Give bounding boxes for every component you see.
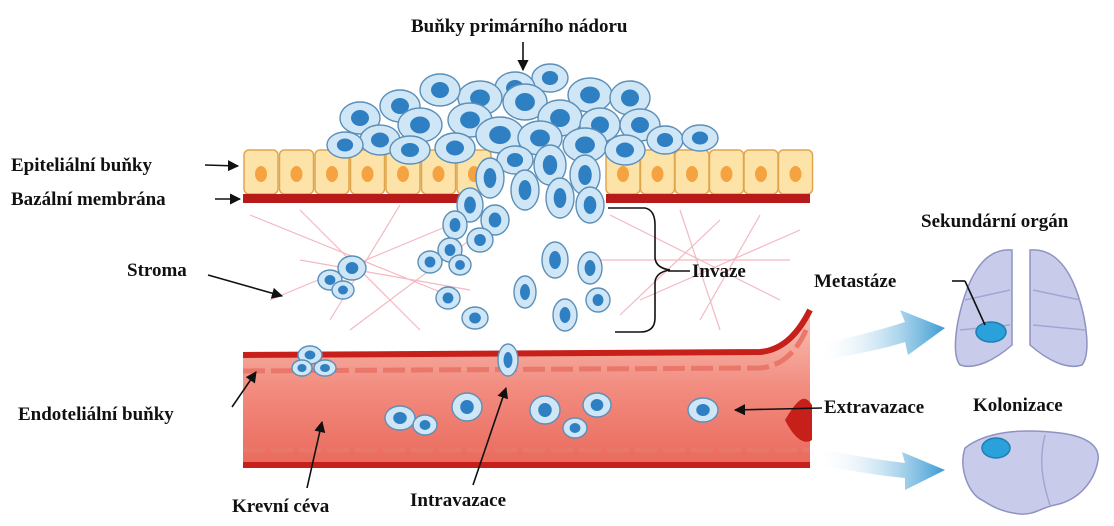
epithelial-cell [641, 150, 675, 194]
blood-vessel [243, 310, 812, 465]
label-stroma: Stroma [127, 261, 187, 280]
label-primary-tumor: Buňky primárního nádoru [411, 17, 627, 36]
tumor-cell [390, 136, 430, 164]
label-endothelial: Endoteliální buňky [18, 405, 174, 424]
tumor-cell [332, 281, 354, 299]
tumor-cell [327, 132, 363, 158]
epithelial-cell [244, 150, 278, 194]
tumor-cell [443, 211, 467, 239]
epithelial-cell [710, 150, 744, 194]
tumor-cell [467, 228, 493, 252]
tumor-cell [583, 393, 611, 417]
epithelial-cell [280, 150, 314, 194]
basement-membrane [243, 194, 465, 203]
invasion-bracket [608, 208, 670, 332]
label-extravasation: Extravazace [824, 398, 924, 417]
epithelial-cell [779, 150, 813, 194]
epithelial-cell [744, 150, 778, 194]
tumor-cell [338, 256, 366, 280]
tumor-cell [542, 242, 568, 278]
tumor-cell [435, 133, 475, 163]
arrow-to-lungs-icon [815, 310, 945, 362]
tumor-cell [462, 307, 488, 329]
tumor-cell [420, 74, 460, 106]
tumor-cell [436, 287, 460, 309]
tumor-cell [576, 187, 604, 223]
tumor-cell [578, 252, 602, 284]
label-invasion: Invaze [692, 262, 746, 281]
liver-icon [963, 431, 1098, 514]
tumor-cell [452, 393, 482, 421]
basement-membrane-right [606, 194, 810, 203]
tumor-cell [418, 251, 442, 273]
arrow-to-liver-icon [815, 448, 945, 490]
tumor-cell [498, 344, 518, 376]
tumor-cell [413, 415, 437, 435]
label-epithelial: Epiteliální buňky [11, 156, 152, 175]
tumor-cell [449, 255, 471, 275]
label-basement: Bazální membrána [11, 190, 166, 209]
tumor-cell [292, 360, 312, 376]
label-secondary-organ: Sekundární orgán [921, 212, 1068, 231]
lungs-icon [955, 250, 1087, 366]
label-metastasis: Metastáze [814, 272, 896, 291]
label-colonization: Kolonizace [973, 396, 1063, 415]
tumor-cell [546, 178, 574, 218]
tumor-cell [688, 398, 718, 422]
tumor-cell [647, 126, 683, 154]
tumor-cell [514, 276, 536, 308]
tumor-cell [385, 406, 415, 430]
tumor-cell [586, 288, 610, 312]
tumor-cell [314, 360, 336, 376]
tumor-cell [563, 418, 587, 438]
tumor-cell [530, 396, 560, 424]
tumor-cell [682, 125, 718, 151]
label-vessel: Krevní céva [232, 497, 329, 516]
epithelial-cell [351, 150, 385, 194]
tumor-cell [511, 170, 539, 210]
epithelial-cell [675, 150, 709, 194]
tumor-cell [553, 299, 577, 331]
label-intravasation: Intravazace [410, 491, 506, 510]
tumor-cell [476, 158, 504, 198]
tumor-cell [605, 135, 645, 165]
